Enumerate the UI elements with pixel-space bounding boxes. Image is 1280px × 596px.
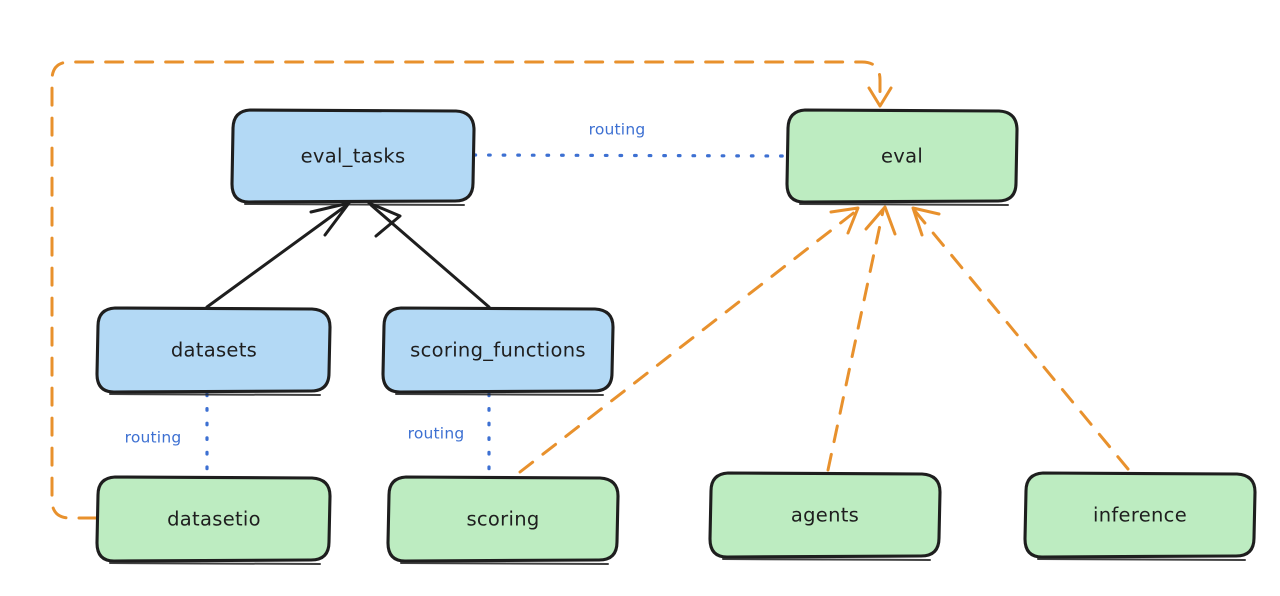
node-eval-tasks[interactable]: eval_tasks (230, 108, 476, 206)
arrowhead-icon (367, 201, 402, 238)
node-label: eval (881, 145, 923, 168)
arrowhead-icon (867, 86, 893, 108)
edge-path (369, 203, 491, 309)
node-label: eval_tasks (301, 145, 406, 168)
node-shadow (109, 393, 321, 396)
edge-path (518, 209, 858, 474)
edge-label-routing-datasetio: routing (125, 429, 182, 447)
node-shape (230, 108, 476, 204)
node-inference[interactable]: inference (1023, 471, 1257, 561)
edge-datasetio-to-eval[interactable] (50, 60, 893, 520)
edge-eval-tasks-to-eval[interactable] (472, 153, 788, 158)
node-label: scoring (466, 508, 539, 531)
node-label: scoring_functions (410, 339, 586, 362)
node-shadow (400, 562, 609, 565)
node-scoring[interactable]: scoring (386, 475, 620, 565)
edge-path (472, 153, 788, 158)
edge-scoring-functions-to-eval-tasks[interactable] (367, 201, 491, 309)
node-shadow (244, 203, 465, 206)
node-shadow (1037, 558, 1246, 561)
node-shape (95, 475, 332, 563)
node-label: datasets (171, 339, 257, 362)
node-shadow (799, 203, 1009, 206)
node-shape (785, 108, 1019, 204)
arrowhead-icon (864, 205, 897, 236)
node-shadow (109, 562, 321, 565)
node-shape (381, 306, 615, 394)
node-shape (95, 306, 332, 394)
node-datasets[interactable]: datasets (95, 306, 332, 396)
nodes-layer: eval_tasks eval datasets scoring_functio… (95, 108, 1257, 565)
node-shadow (722, 558, 931, 561)
arrowhead-icon (911, 206, 941, 237)
edge-inference-to-eval[interactable] (911, 206, 1130, 471)
edge-scoring-to-eval[interactable] (518, 206, 860, 474)
arrowhead-icon (829, 206, 860, 235)
node-label: agents (791, 504, 859, 527)
node-shape (1023, 471, 1257, 559)
node-label: inference (1093, 504, 1187, 527)
edge-path (205, 203, 349, 309)
edge-path (826, 209, 885, 472)
edge-datasets-to-eval-tasks[interactable] (205, 201, 351, 309)
node-shape (708, 471, 942, 559)
node-shadow (395, 393, 604, 396)
edge-label-routing-eval: routing (589, 121, 646, 139)
edge-label-routing-scoring: routing (408, 425, 465, 443)
edges-layer (50, 60, 1130, 520)
node-eval[interactable]: eval (785, 108, 1019, 206)
edge-agents-to-eval[interactable] (826, 205, 897, 472)
node-label: datasetio (167, 508, 261, 531)
edge-labels-layer: routing routing routing (125, 121, 646, 447)
node-agents[interactable]: agents (708, 471, 942, 561)
node-shape (386, 475, 620, 563)
edge-path (913, 209, 1130, 471)
node-datasetio[interactable]: datasetio (95, 475, 332, 565)
edge-path (50, 60, 882, 520)
node-scoring-functions[interactable]: scoring_functions (381, 306, 615, 396)
